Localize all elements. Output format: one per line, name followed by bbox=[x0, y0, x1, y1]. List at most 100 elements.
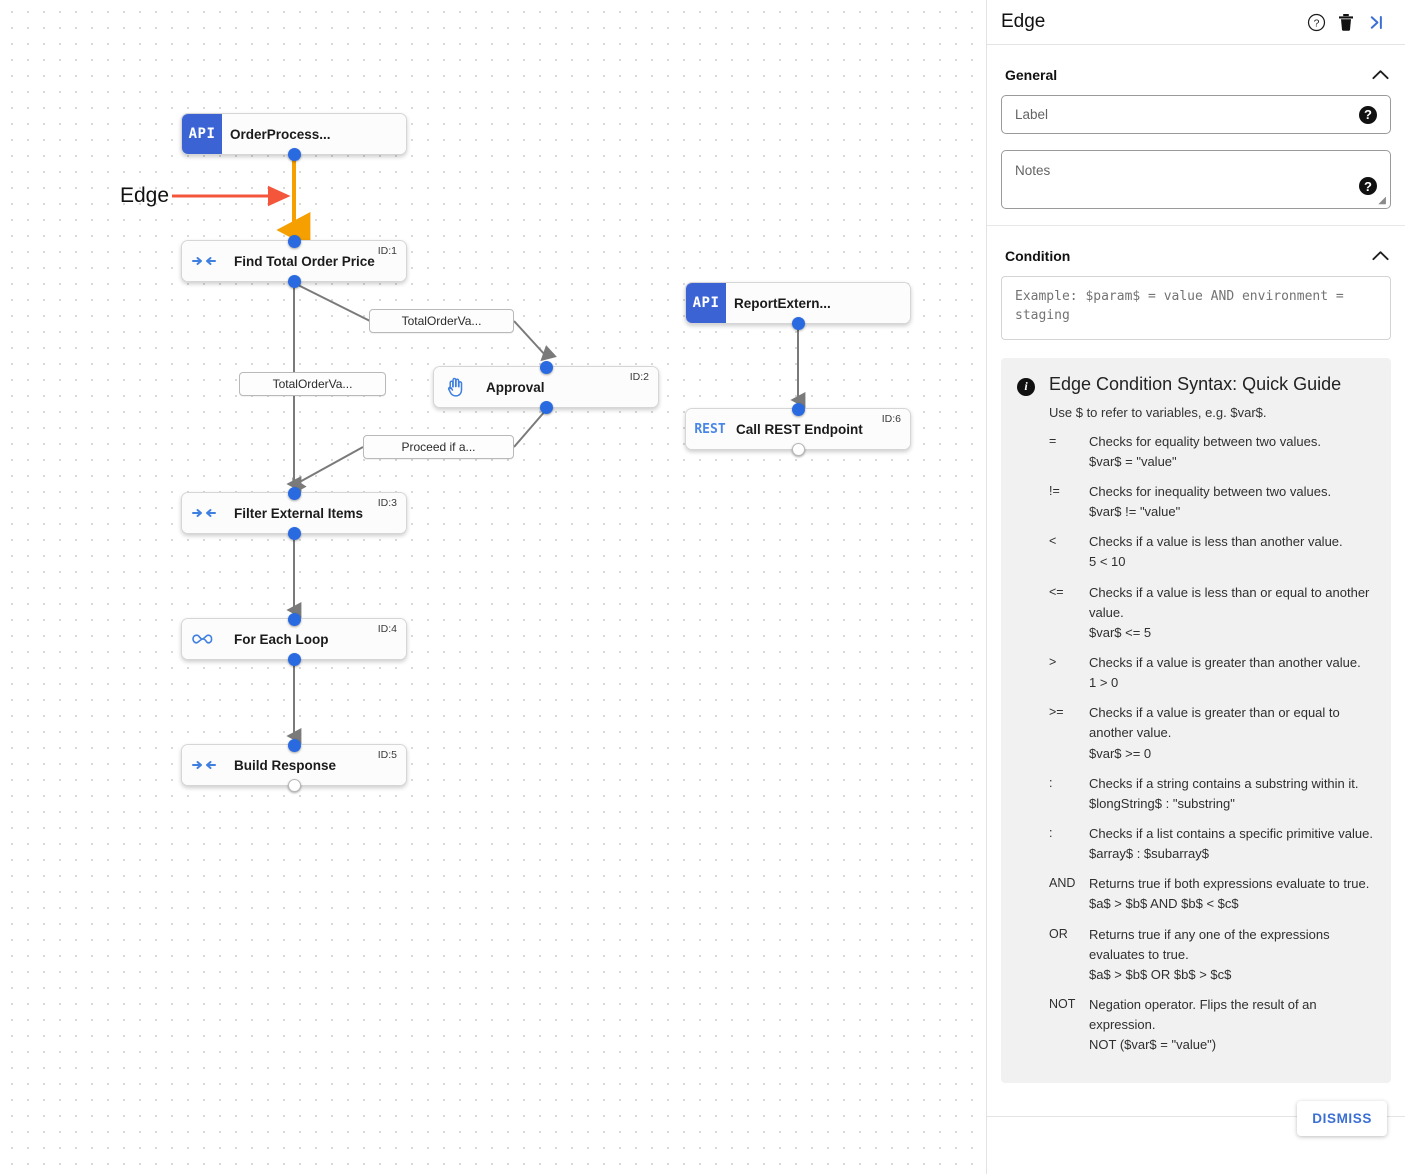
node-input-port[interactable] bbox=[287, 234, 301, 248]
edge-label[interactable]: TotalOrderVa... bbox=[369, 309, 514, 333]
operator-example: $a$ > $b$ OR $b$ > $c$ bbox=[1089, 966, 1232, 982]
operator-symbol: : bbox=[1049, 775, 1053, 790]
operator-example: $array$ : $subarray$ bbox=[1089, 846, 1209, 862]
resize-grip-icon[interactable]: ◢ bbox=[1378, 195, 1386, 206]
node-output-port[interactable] bbox=[539, 400, 553, 414]
node-output-port[interactable] bbox=[791, 442, 805, 456]
workflow-canvas[interactable]: Edge API OrderProcess... Find Total Orde… bbox=[0, 0, 986, 1174]
node-output-port[interactable] bbox=[287, 526, 301, 540]
operator-example: $var$ <= 5 bbox=[1089, 624, 1152, 640]
help-icon[interactable]: ? bbox=[1301, 7, 1331, 37]
operator-description: Checks for equality between two values. bbox=[1089, 433, 1321, 449]
operator-description: Checks if a value is less than another v… bbox=[1089, 534, 1343, 550]
page-title: Edge bbox=[1001, 11, 1046, 32]
node-input-port[interactable] bbox=[791, 402, 805, 416]
node-input-port[interactable] bbox=[539, 360, 553, 374]
node-id-label: ID:6 bbox=[881, 413, 901, 425]
operator-row: : Checks if a list contains a specific pr… bbox=[1049, 824, 1373, 864]
node-approval[interactable]: Approval ID:2 bbox=[433, 360, 659, 414]
node-output-port[interactable] bbox=[287, 274, 301, 288]
operator-example: $var$ != "value" bbox=[1089, 504, 1181, 520]
edge-label[interactable]: Proceed if a... bbox=[363, 435, 514, 459]
node-output-port[interactable] bbox=[287, 778, 301, 792]
condition-editor[interactable]: Example: $param$ = value AND environment… bbox=[1001, 276, 1391, 340]
operator-symbol: != bbox=[1049, 483, 1060, 498]
chevron-up-icon[interactable] bbox=[1372, 68, 1389, 83]
general-section-header[interactable]: General bbox=[1001, 61, 1391, 95]
operator-description: Checks if a list contains a specific pri… bbox=[1089, 825, 1373, 841]
operator-example: $var$ >= 0 bbox=[1089, 745, 1152, 761]
operator-row: NOT Negation operator. Flips the result o… bbox=[1049, 995, 1373, 1055]
node-input-port[interactable] bbox=[287, 486, 301, 500]
delete-icon[interactable] bbox=[1331, 7, 1361, 37]
label-field-wrapper[interactable]: ? bbox=[1001, 95, 1391, 134]
operator-symbol: NOT bbox=[1049, 996, 1076, 1011]
node-for-each-loop[interactable]: For Each Loop ID:4 bbox=[181, 612, 407, 666]
condition-section-header[interactable]: Condition bbox=[1001, 242, 1391, 276]
transform-icon bbox=[182, 745, 226, 785]
node-order-process[interactable]: API OrderProcess... bbox=[181, 113, 407, 161]
node-id-label: ID:5 bbox=[377, 749, 397, 761]
node-input-port[interactable] bbox=[287, 738, 301, 752]
edges-layer bbox=[172, 156, 806, 744]
node-id-label: ID:3 bbox=[377, 497, 397, 509]
panel-body: General ? ? ◢ Con bbox=[987, 45, 1405, 1116]
node-call-rest-endpoint[interactable]: REST Call REST Endpoint ID:6 bbox=[685, 402, 911, 456]
collapse-panel-icon[interactable] bbox=[1361, 7, 1391, 37]
node-id-label: ID:2 bbox=[629, 371, 649, 383]
guide-subtitle: Use $ to refer to variables, e.g. $var$. bbox=[1049, 404, 1267, 420]
guide-title: Edge Condition Syntax: Quick Guide bbox=[1049, 373, 1342, 394]
chevron-up-icon[interactable] bbox=[1372, 249, 1389, 264]
node-id-label: ID:4 bbox=[377, 623, 397, 635]
node-title: Approval bbox=[486, 379, 545, 395]
notes-field-wrapper[interactable]: ? ◢ bbox=[1001, 150, 1391, 209]
label-input[interactable] bbox=[1002, 96, 1390, 133]
operator-symbol: <= bbox=[1049, 584, 1064, 599]
svg-text:?: ? bbox=[1313, 18, 1319, 29]
operator-symbol: : bbox=[1049, 825, 1053, 840]
panel-header: Edge ? bbox=[987, 0, 1405, 45]
condition-section: Condition Example: $param$ = value AND e… bbox=[987, 226, 1405, 1084]
panel-footer: DISMISS bbox=[987, 1101, 1405, 1174]
node-find-total-order-price[interactable]: Find Total Order Price ID:1 bbox=[181, 234, 407, 288]
operator-example: $a$ > $b$ AND $b$ < $c$ bbox=[1089, 896, 1239, 912]
node-title: OrderProcess... bbox=[230, 126, 331, 142]
node-input-port[interactable] bbox=[287, 612, 301, 626]
operator-description: Negation operator. Flips the result of a… bbox=[1089, 996, 1317, 1033]
notes-help-icon[interactable]: ? bbox=[1359, 177, 1377, 195]
notes-input[interactable] bbox=[1002, 151, 1390, 203]
edge-label[interactable]: TotalOrderVa... bbox=[239, 372, 386, 396]
label-help-icon[interactable]: ? bbox=[1359, 105, 1377, 124]
node-title: Build Response bbox=[234, 757, 337, 773]
operator-symbol: > bbox=[1049, 654, 1057, 669]
node-output-port[interactable] bbox=[791, 316, 805, 330]
operator-symbol: >= bbox=[1049, 705, 1064, 720]
node-filter-external-items[interactable]: Filter External Items ID:3 bbox=[181, 486, 407, 540]
edge-properties-panel: Edge ? General bbox=[986, 0, 1405, 1174]
operator-example: NOT ($var$ = "value") bbox=[1089, 1037, 1217, 1053]
transform-icon bbox=[182, 241, 226, 281]
operator-example: 5 < 10 bbox=[1089, 554, 1126, 570]
loop-icon bbox=[182, 619, 226, 659]
operator-row: : Checks if a string contains a substring… bbox=[1049, 774, 1373, 814]
operator-list: = Checks for equality between two values.… bbox=[1049, 432, 1373, 1056]
operator-row: >Checks if a value is greater than anoth… bbox=[1049, 653, 1373, 693]
node-title: Call REST Endpoint bbox=[736, 421, 863, 437]
node-id-label: ID:1 bbox=[377, 245, 397, 257]
rest-icon: REST bbox=[686, 409, 734, 449]
node-report-external[interactable]: API ReportExtern... bbox=[685, 282, 911, 330]
node-build-response[interactable]: Build Response ID:5 bbox=[181, 738, 407, 792]
node-title: For Each Loop bbox=[234, 631, 329, 647]
operator-description: Checks if a string contains a substring … bbox=[1089, 775, 1359, 791]
operator-symbol: = bbox=[1049, 433, 1057, 448]
operator-row: <Checks if a value is less than another … bbox=[1049, 532, 1373, 572]
dismiss-button[interactable]: DISMISS bbox=[1297, 1101, 1387, 1136]
node-output-port[interactable] bbox=[287, 147, 301, 161]
transform-icon bbox=[182, 493, 226, 533]
node-output-port[interactable] bbox=[287, 652, 301, 666]
operator-description: Checks for inequality between two values… bbox=[1089, 483, 1332, 499]
edge-condition-guide: i Edge Condition Syntax: Quick Guide Use… bbox=[1001, 357, 1391, 1084]
